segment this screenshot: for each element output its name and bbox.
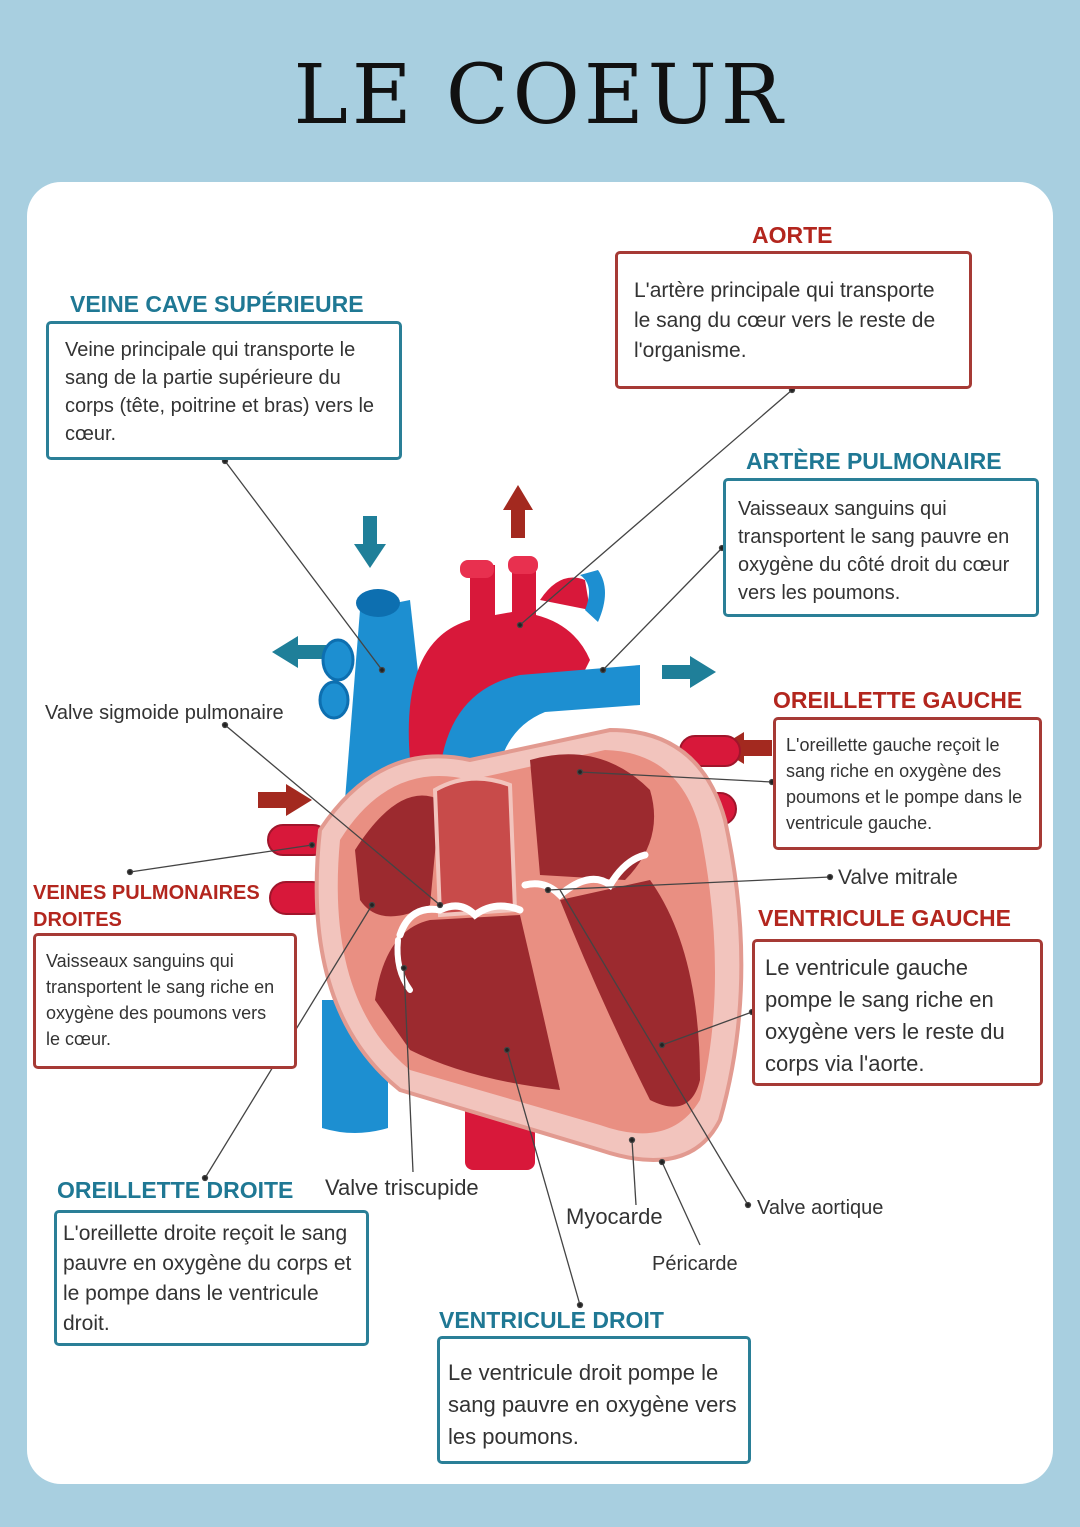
artere-pulmonaire-heading: ARTÈRE PULMONAIRE (746, 448, 1002, 474)
pericarde-label: Péricarde (652, 1253, 738, 1275)
artere-pulmonaire-box: Vaisseaux sanguins qui transportent le s… (723, 478, 1039, 617)
oreillette-gauche-box: L'oreillette gauche reçoit le sang riche… (773, 717, 1042, 850)
ventricule-droit-box: Le ventricule droit pompe le sang pauvre… (437, 1336, 751, 1464)
ventricule-gauche-box: Le ventricule gauche pompe le sang riche… (752, 939, 1043, 1086)
ventricule-droit-heading: VENTRICULE DROIT (439, 1307, 664, 1333)
valve-sigmoide-label: Valve sigmoide pulmonaire (45, 702, 284, 724)
page-title: LE COEUR (293, 48, 787, 143)
valve-mitrale-label: Valve mitrale (838, 866, 958, 889)
ventricule-gauche-heading: VENTRICULE GAUCHE (758, 905, 1012, 931)
veines-pulmonaires-box: Vaisseaux sanguins qui transportent le s… (33, 933, 297, 1069)
aorte-text: L'artère principale qui transporte le sa… (634, 279, 936, 362)
veine-cave-text: Veine principale qui transporte le sang … (65, 339, 375, 445)
valve-triscupide-label: Valve triscupide (325, 1175, 479, 1200)
ventricule-gauche-text: Le ventricule gauche pompe le sang riche… (765, 955, 1005, 1076)
veines-pulmonaires-heading-line1: VEINES PULMONAIRES (33, 882, 260, 904)
oreillette-gauche-heading: OREILLETTE GAUCHE (773, 687, 1023, 713)
veines-pulmonaires-heading: VEINES PULMONAIRES DROITES (33, 880, 260, 934)
veines-pulmonaires-heading-line2: DROITES (33, 909, 122, 931)
oreillette-gauche-text: L'oreillette gauche reçoit le sang riche… (786, 735, 1023, 833)
veines-pulmonaires-text: Vaisseaux sanguins qui transportent le s… (46, 951, 275, 1049)
aorte-box: L'artère principale qui transporte le sa… (615, 251, 972, 389)
valve-aortique-label: Valve aortique (757, 1197, 884, 1219)
oreillette-droite-text: L'oreillette droite reçoit le sang pauvr… (63, 1222, 352, 1335)
veine-cave-box: Veine principale qui transporte le sang … (46, 321, 402, 460)
oreillette-droite-box: L'oreillette droite reçoit le sang pauvr… (54, 1210, 369, 1346)
artere-pulmonaire-text: Vaisseaux sanguins qui transportent le s… (738, 498, 1010, 604)
veine-cave-heading: VEINE CAVE SUPÉRIEURE (70, 291, 364, 317)
myocarde-label: Myocarde (566, 1204, 663, 1229)
ventricule-droit-text: Le ventricule droit pompe le sang pauvre… (448, 1360, 737, 1449)
oreillette-droite-heading: OREILLETTE DROITE (57, 1177, 294, 1203)
aorte-heading: AORTE (752, 222, 833, 248)
